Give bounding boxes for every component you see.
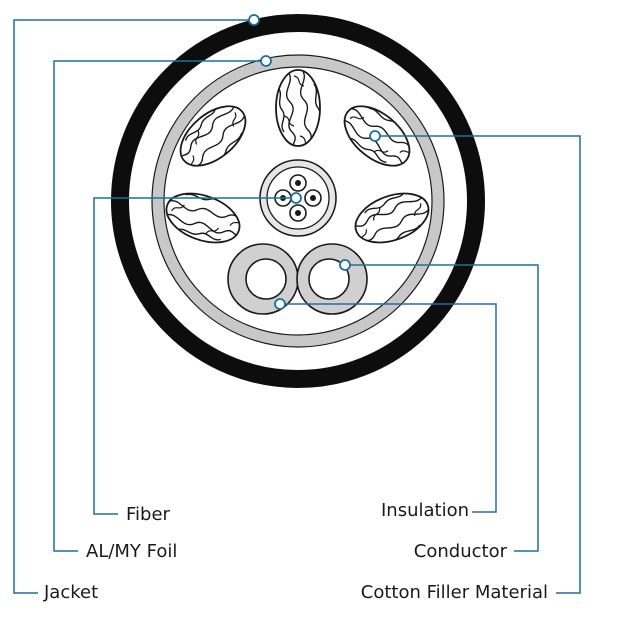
- label-insulation: Insulation: [380, 500, 469, 521]
- filler-oval-top: [276, 70, 320, 148]
- jacket-ring: [111, 14, 485, 388]
- leader-anchors: [248, 14, 381, 310]
- leader-jacket: [13, 19, 254, 594]
- leader-lines: [13, 19, 581, 594]
- label-conductor: Conductor: [413, 541, 507, 562]
- label-filler: Cotton Filler Material: [360, 582, 548, 603]
- label-jacket: Jacket: [44, 582, 99, 603]
- leader-fiber: [93, 197, 296, 515]
- label-foil: AL/MY Foil: [86, 541, 178, 562]
- leader-foil: [53, 60, 266, 552]
- leader-insulation: [280, 303, 497, 513]
- leader-filler: [375, 135, 581, 594]
- leader-conductor: [345, 264, 539, 552]
- label-fiber: Fiber: [126, 504, 170, 525]
- conductor-left: [227, 243, 299, 315]
